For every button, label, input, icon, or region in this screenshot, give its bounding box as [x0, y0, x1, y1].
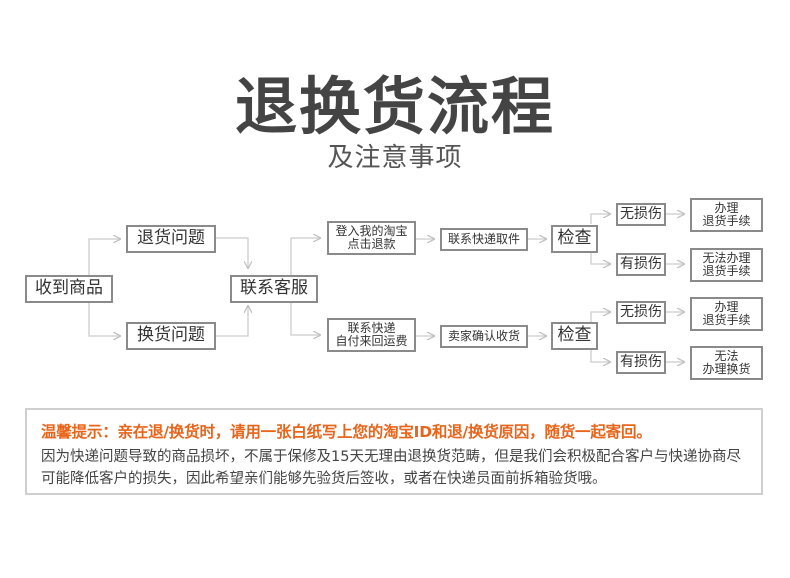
node-seller-confirm: 卖家确认收货 [440, 325, 528, 348]
node-cannot-exchange: 无法 办理换货 [690, 346, 763, 380]
node-receive-goods: 收到商品 [25, 275, 113, 303]
page-title: 退换货流程 [234, 70, 555, 143]
node-return-issue: 退货问题 [126, 225, 216, 253]
node-process-return: 办理 退货手续 [690, 198, 763, 232]
notice-body: 因为快递问题导致的商品损坏，不属于保修及15天无理由退换货范畴，但是我们会积极配… [41, 449, 741, 487]
node-exchange-no-damage: 无损伤 [616, 301, 666, 324]
node-exchange-issue: 换货问题 [126, 322, 216, 350]
node-inspect-return: 检查 [551, 225, 598, 253]
node-return-no-damage: 无损伤 [616, 203, 666, 226]
node-cannot-return: 无法办理 退货手续 [690, 248, 763, 282]
node-inspect-exchange: 检查 [551, 322, 598, 350]
node-process-exchange-return: 办理 退货手续 [690, 297, 763, 331]
node-contact-service: 联系客服 [230, 275, 318, 303]
node-return-damaged: 有损伤 [616, 253, 666, 276]
notice-title: 温馨提示：亲在退/换货时，请用一张白纸写上您的淘宝ID和退/换货原因，随货一起寄… [41, 423, 652, 441]
node-courier-pay-shipping: 联系快递 自付来回运费 [327, 318, 416, 352]
notice-box: 温馨提示：亲在退/换货时，请用一张白纸写上您的淘宝ID和退/换货原因，随货一起寄… [25, 408, 763, 495]
node-login-refund: 登入我的淘宝 点击退款 [327, 221, 416, 255]
page-subtitle: 及注意事项 [327, 143, 463, 173]
node-exchange-damaged: 有损伤 [616, 351, 666, 374]
node-courier-pickup: 联系快递取件 [440, 228, 528, 251]
